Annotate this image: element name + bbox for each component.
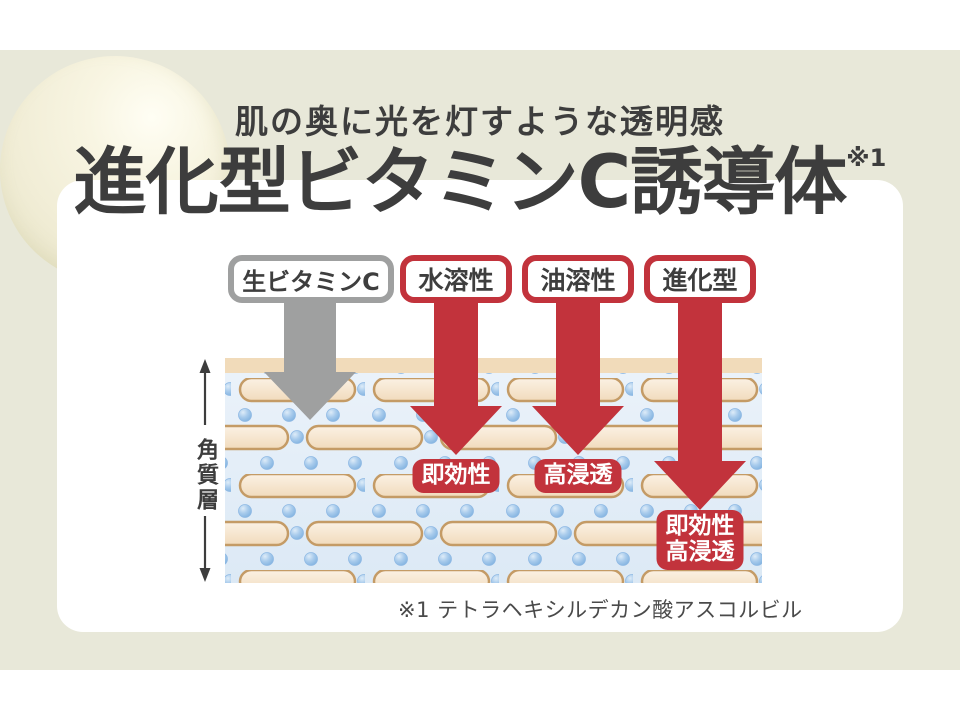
page-subtitle: 肌の奥に光を灯すような透明感 — [235, 102, 725, 141]
range-arrow-icon — [199, 359, 211, 582]
effect-badge-high-penetration: 高浸透 — [536, 461, 620, 491]
effect-badge-combined-line1: 即効性 — [665, 513, 735, 539]
effect-badge-combined-line2: 高浸透 — [665, 538, 735, 565]
pill-raw-vitamin-c: 生ビタミンC — [228, 255, 394, 303]
footnote: ※1 テトラヘキシルデカン酸アスコルビル — [398, 598, 803, 622]
skin-surface-band — [225, 358, 762, 373]
effect-badge-combined: 即効性 高浸透 — [658, 512, 742, 568]
pill-oil-soluble: 油溶性 — [522, 255, 634, 303]
stratum-corneum-label: 角質層 — [193, 437, 218, 513]
pill-advanced-type: 進化型 — [644, 255, 756, 303]
page-title: 進化型ビタミンC誘導体※1 — [0, 143, 960, 223]
pill-oil-soluble-label: 油溶性 — [540, 266, 616, 295]
page-title-text: 進化型ビタミンC誘導体 — [73, 140, 848, 225]
title-reference-mark: ※1 — [846, 144, 887, 172]
effect-badge-immediate: 即効性 — [414, 461, 498, 491]
pill-water-soluble: 水溶性 — [400, 255, 512, 303]
stratum-corneum-marker: 角質層 — [189, 358, 221, 583]
pill-water-soluble-label: 水溶性 — [418, 266, 494, 295]
pill-raw-vitamin-c-label: 生ビタミンC — [242, 267, 380, 296]
pill-advanced-type-label: 進化型 — [662, 266, 738, 295]
